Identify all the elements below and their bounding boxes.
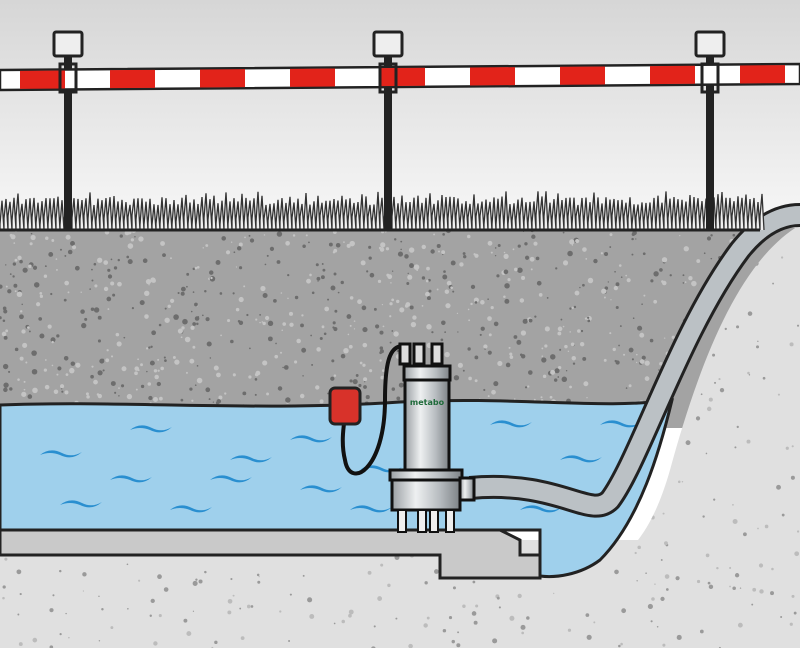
discharge-hose <box>468 203 800 518</box>
post-cap <box>372 30 404 58</box>
wave-mark <box>60 500 102 508</box>
wave-mark <box>350 505 392 513</box>
water <box>0 398 674 579</box>
post-cap <box>694 30 726 58</box>
wave-mark <box>130 425 172 433</box>
barrier-posts <box>64 40 714 230</box>
wave-mark <box>520 505 562 513</box>
pit-floor <box>0 528 542 580</box>
wave-mark <box>210 475 252 483</box>
wave-mark <box>300 485 342 493</box>
wave-mark <box>290 435 332 443</box>
float-switch <box>328 344 411 476</box>
wave-mark <box>560 455 602 463</box>
wave-mark <box>170 505 212 513</box>
wave-mark <box>110 475 152 483</box>
pump-brand-logo: metabo <box>410 398 445 407</box>
submersible-pump: metabo <box>388 342 476 533</box>
wave-mark <box>600 420 642 428</box>
wave-mark <box>490 420 532 428</box>
barrier-tape <box>0 62 800 92</box>
wave-mark <box>230 455 272 463</box>
wave-mark <box>40 450 82 458</box>
post-cap <box>52 30 84 58</box>
grass <box>0 191 765 231</box>
